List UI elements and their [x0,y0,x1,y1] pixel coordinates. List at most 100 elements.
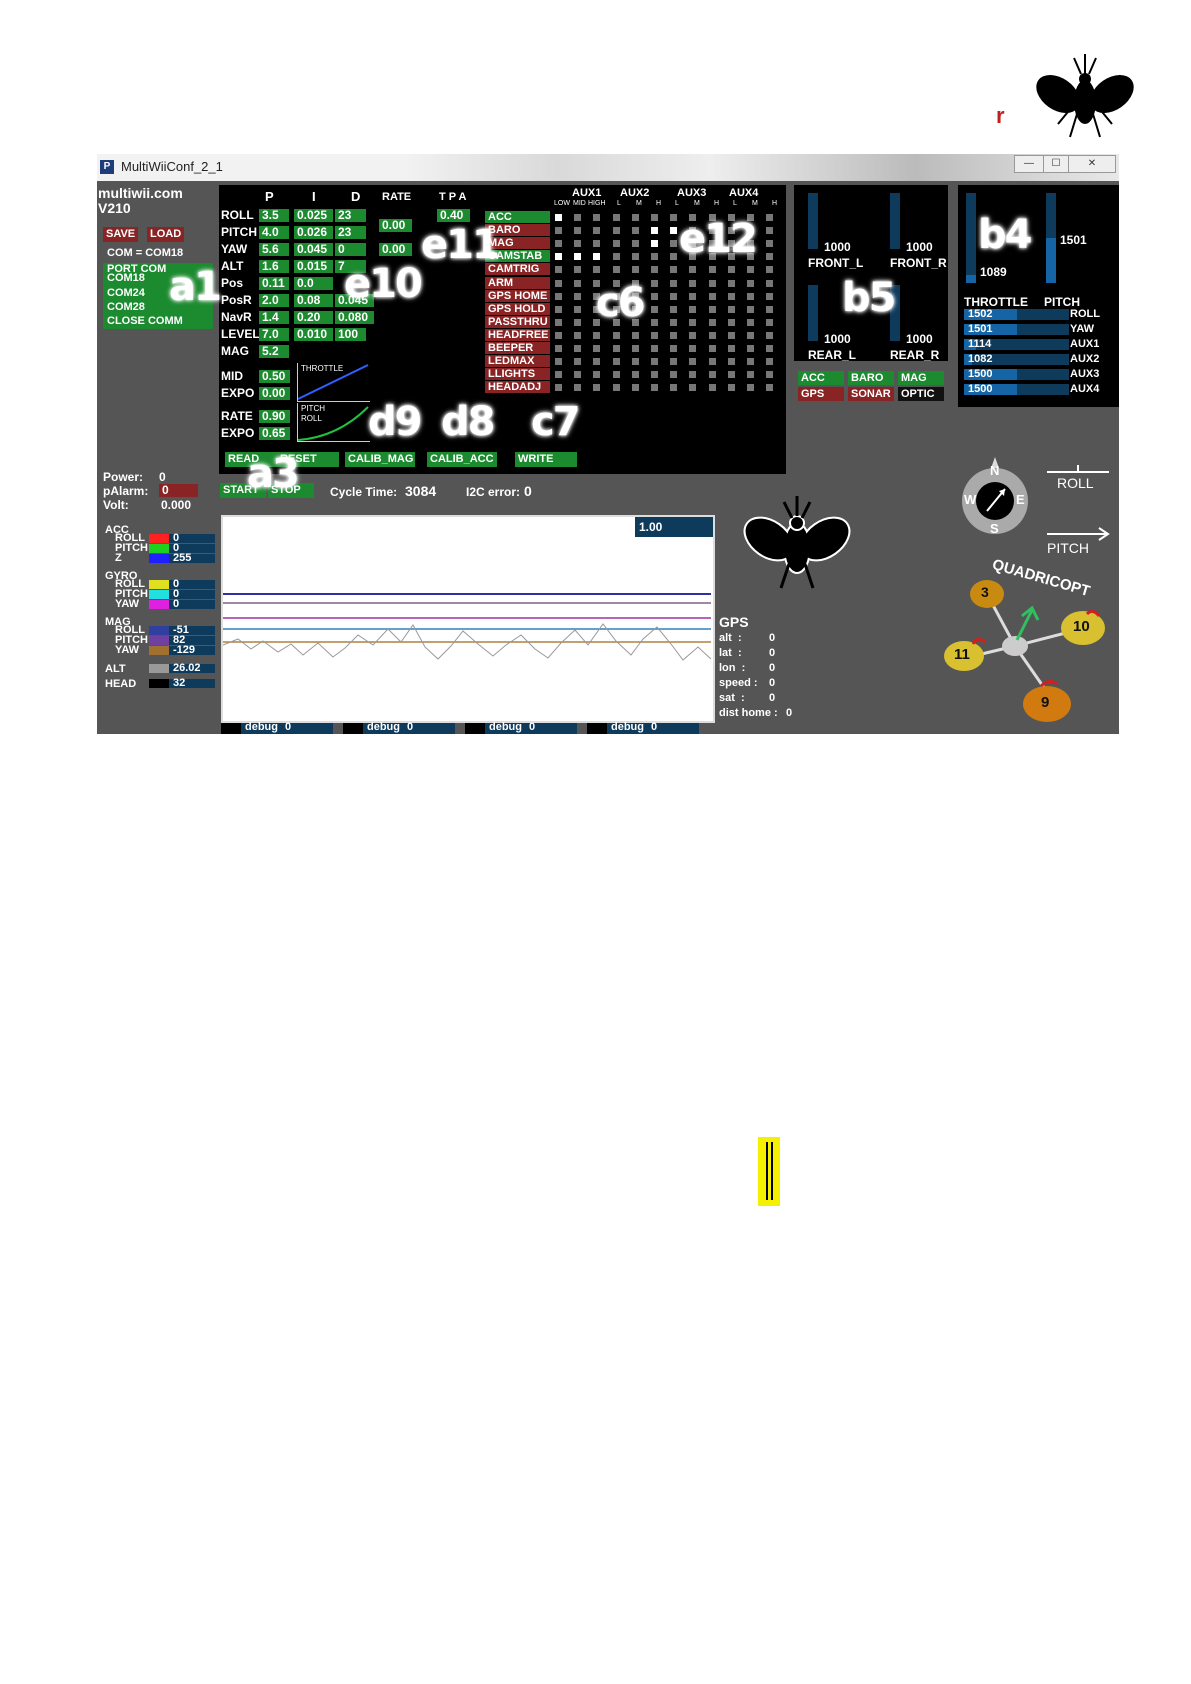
aux-checkbox[interactable] [747,266,754,274]
aux-checkbox[interactable] [555,214,562,221]
aux-checkbox[interactable] [651,292,658,300]
aux-checkbox[interactable] [670,214,678,221]
aux-checkbox[interactable] [612,240,620,248]
aux-checkbox[interactable] [727,266,735,274]
pid-d-field[interactable]: 0.080 [335,311,374,324]
aux-checkbox[interactable] [727,253,735,261]
pid-i-field[interactable]: 0.010 [294,328,333,341]
pid-p-field[interactable]: 3.5 [259,209,289,222]
aux-checkbox[interactable] [651,331,658,339]
aux-checkbox[interactable] [747,384,754,392]
aux-checkbox[interactable] [747,305,754,313]
aux-checkbox[interactable] [708,318,716,326]
aux-checkbox[interactable] [689,240,697,248]
aux-checkbox[interactable] [766,358,774,366]
aux-checkbox[interactable] [631,227,639,235]
aux-checkbox[interactable] [631,331,639,339]
aux-checkbox[interactable] [708,331,716,339]
pid-p-field[interactable]: 0.11 [259,277,289,290]
aux-checkbox[interactable] [727,292,735,300]
aux-checkbox[interactable] [708,358,716,366]
aux-checkbox[interactable] [689,214,697,221]
aux-checkbox[interactable] [651,253,658,261]
minimize-button[interactable]: — [1014,155,1044,173]
aux-checkbox[interactable] [708,266,716,274]
pid-i-field[interactable]: 0.08 [294,294,333,307]
aux-checkbox[interactable] [593,279,601,287]
aux-checkbox[interactable] [555,305,562,313]
aux-checkbox[interactable] [670,345,678,352]
aux-checkbox[interactable] [766,227,774,235]
port-item[interactable]: COM24 [107,287,145,299]
aux-checkbox[interactable] [727,227,735,235]
aux-checkbox[interactable] [670,240,678,248]
close-button[interactable]: ✕ [1068,155,1116,173]
aux-checkbox[interactable] [593,227,601,235]
aux-checkbox[interactable] [612,292,620,300]
aux-checkbox[interactable] [612,214,620,221]
aux-checkbox[interactable] [727,305,735,313]
aux-checkbox[interactable] [747,227,754,235]
aux-checkbox[interactable] [651,371,658,379]
read-button[interactable]: READ [225,452,277,467]
aux-checkbox[interactable] [689,227,697,235]
aux-checkbox[interactable] [727,371,735,379]
expo-field[interactable]: 0.00 [259,387,290,400]
rate-yaw-field[interactable]: 0.00 [379,243,412,256]
aux-checkbox[interactable] [708,227,716,235]
calib-mag-button[interactable]: CALIB_MAG [345,452,415,467]
aux-checkbox[interactable] [670,292,678,300]
pid-p-field[interactable]: 1.4 [259,311,289,324]
aux-checkbox[interactable] [612,266,620,274]
pid-p-field[interactable]: 1.6 [259,260,289,273]
pid-d-field[interactable]: 7 [335,260,366,273]
aux-checkbox[interactable] [747,331,754,339]
aux-checkbox[interactable] [555,331,562,339]
aux-checkbox[interactable] [612,358,620,366]
pid-i-field[interactable]: 0.0 [294,277,333,290]
port-item[interactable]: COM18 [107,272,145,284]
aux-checkbox[interactable] [708,345,716,352]
rate-field[interactable]: 0.90 [259,410,290,423]
aux-checkbox[interactable] [574,358,582,366]
aux-checkbox[interactable] [612,227,620,235]
aux-checkbox[interactable] [612,371,620,379]
aux-checkbox[interactable] [766,345,774,352]
aux-checkbox[interactable] [670,331,678,339]
aux-checkbox[interactable] [766,240,774,248]
pid-d-field[interactable]: 0 [335,243,366,256]
aux-checkbox[interactable] [670,266,678,274]
aux-checkbox[interactable] [766,305,774,313]
aux-checkbox[interactable] [766,318,774,326]
aux-checkbox[interactable] [631,279,639,287]
aux-checkbox[interactable] [766,371,774,379]
aux-checkbox[interactable] [574,371,582,379]
aux-checkbox[interactable] [747,345,754,352]
graph-scale[interactable]: 1.00 [635,517,713,537]
aux-checkbox[interactable] [747,240,754,248]
aux-checkbox[interactable] [612,384,620,392]
aux-checkbox[interactable] [593,345,601,352]
aux-checkbox[interactable] [727,384,735,392]
aux-checkbox[interactable] [593,318,601,326]
aux-checkbox[interactable] [747,318,754,326]
reset-button[interactable]: RESET [277,452,339,467]
pid-i-field[interactable]: 0.026 [294,226,333,239]
aux-checkbox[interactable] [727,318,735,326]
aux-checkbox[interactable] [574,331,582,339]
aux-checkbox[interactable] [631,266,639,274]
aux-checkbox[interactable] [593,266,601,274]
aux-checkbox[interactable] [631,253,639,261]
aux-checkbox[interactable] [651,279,658,287]
aux-checkbox[interactable] [727,331,735,339]
aux-checkbox[interactable] [574,214,582,221]
aux-checkbox[interactable] [747,292,754,300]
aux-checkbox[interactable] [727,345,735,352]
aux-checkbox[interactable] [593,292,601,300]
aux-checkbox[interactable] [766,266,774,274]
mid-field[interactable]: 0.50 [259,370,290,383]
aux-checkbox[interactable] [612,345,620,352]
aux-checkbox[interactable] [651,345,658,352]
aux-checkbox[interactable] [670,318,678,326]
aux-checkbox[interactable] [651,384,658,392]
